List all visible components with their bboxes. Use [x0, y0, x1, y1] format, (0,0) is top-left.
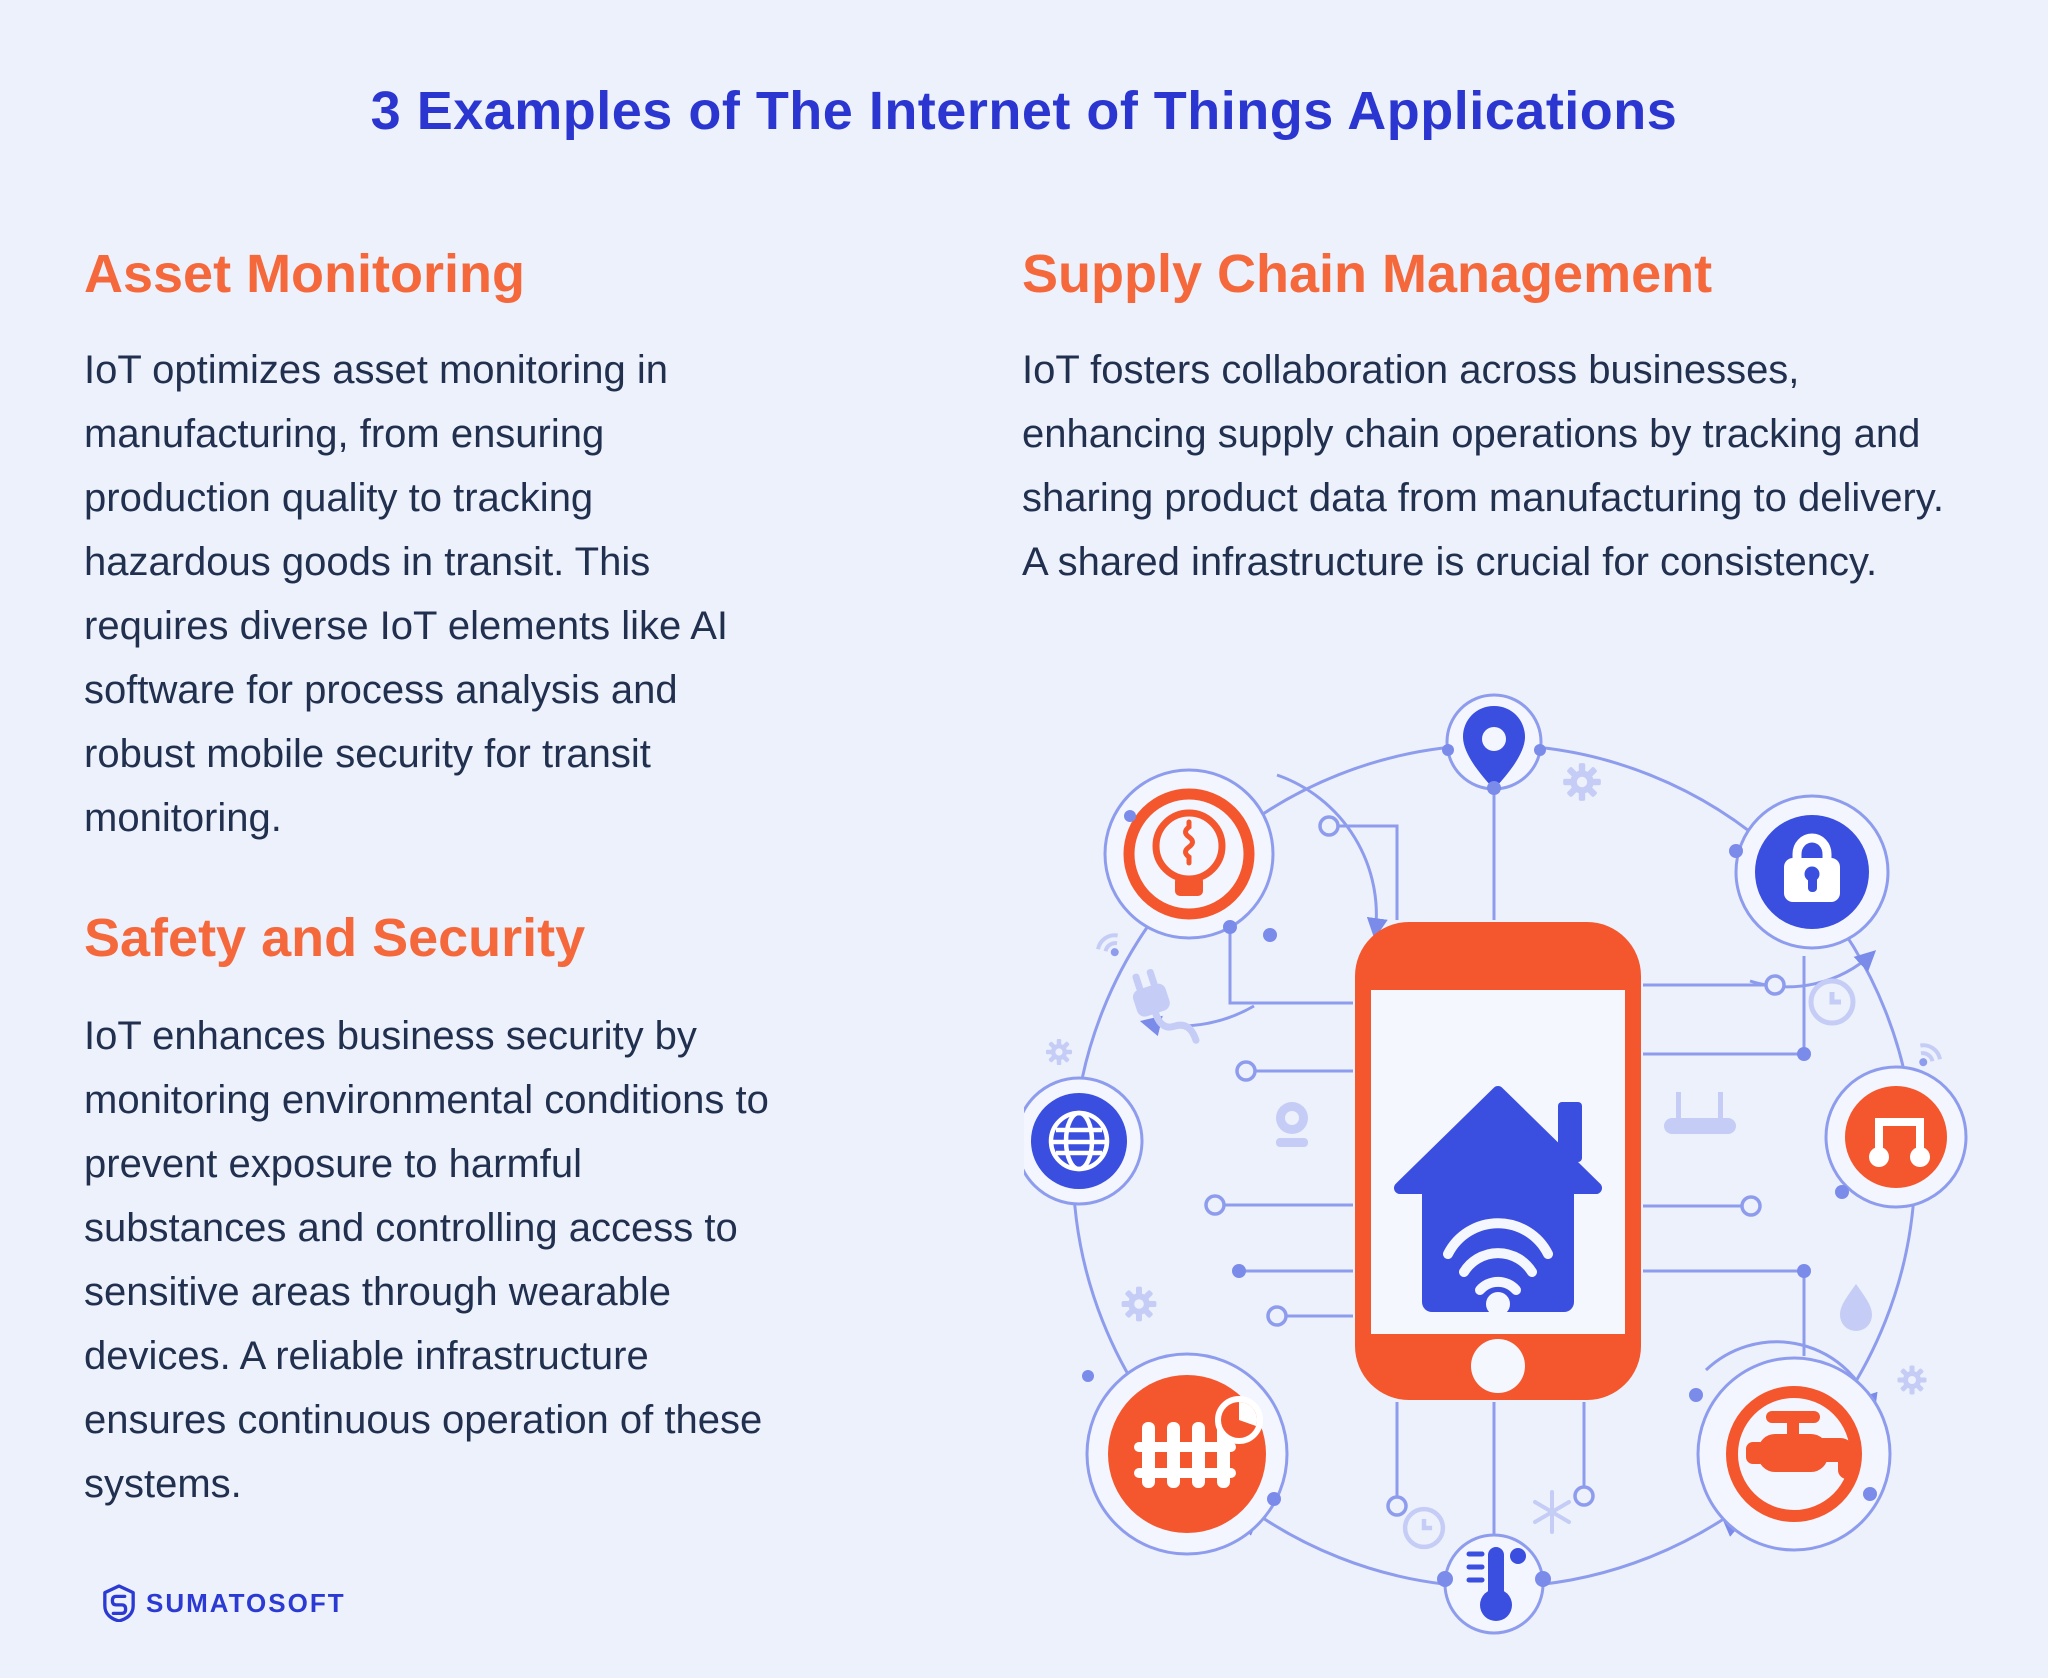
lightbulb-node	[1103, 768, 1275, 940]
circuit-ring-endpoints	[1204, 815, 1786, 1517]
clock-pie-icon	[1215, 1396, 1263, 1444]
supply-chain-paragraph: IoT fosters collaboration across busines…	[1022, 348, 1944, 584]
fence-clock-node	[1085, 1352, 1289, 1556]
padlock-icon	[1784, 833, 1840, 902]
clock-icon	[1811, 981, 1853, 1023]
thermometer-node	[1443, 1533, 1545, 1635]
safety-security-heading: Safety and Security	[84, 908, 586, 968]
sumatosoft-shield-s-icon	[103, 1584, 135, 1622]
music-note-node	[1824, 1065, 1968, 1209]
faucet-icon	[1746, 1411, 1856, 1479]
page-title: 3 Examples of The Internet of Things App…	[370, 81, 1678, 141]
thermometer-icon	[1466, 1547, 1526, 1621]
safety-security-paragraph: IoT enhances business security by monito…	[84, 1014, 769, 1506]
iot-network-illustration	[1024, 693, 1968, 1635]
faucet-node	[1696, 1356, 1892, 1552]
fence-icon	[1134, 1422, 1236, 1488]
lightbulb-icon	[1152, 809, 1226, 896]
asset-monitoring-paragraph: IoT optimizes asset monitoring in manufa…	[84, 348, 729, 840]
webcam-icon	[1276, 1102, 1308, 1147]
wifi-signal-icon	[1093, 929, 1129, 965]
globe-node	[1024, 1076, 1144, 1206]
circuit-junction-dots	[1082, 744, 1877, 1587]
padlock-node	[1734, 794, 1890, 950]
wifi-signal-icon	[1909, 1039, 1945, 1075]
clock-icon	[1405, 1509, 1443, 1547]
router-icon	[1664, 1092, 1736, 1134]
globe-icon	[1048, 1110, 1110, 1172]
supply-chain-heading: Supply Chain Management	[1022, 244, 1713, 304]
music-note-icon	[1869, 1118, 1930, 1167]
smartphone	[1355, 922, 1641, 1400]
sumatosoft-logo: SUMATOSOFT	[102, 1584, 346, 1622]
sumatosoft-logo-text: SUMATOSOFT	[146, 1587, 346, 1618]
smart-home-icon	[1394, 1086, 1602, 1316]
location-pin-node	[1445, 693, 1543, 791]
asset-monitoring-heading: Asset Monitoring	[84, 244, 525, 304]
snowflake-icon	[1533, 1490, 1571, 1534]
droplet-icon	[1840, 1284, 1872, 1331]
plug-icon	[1132, 968, 1200, 1044]
